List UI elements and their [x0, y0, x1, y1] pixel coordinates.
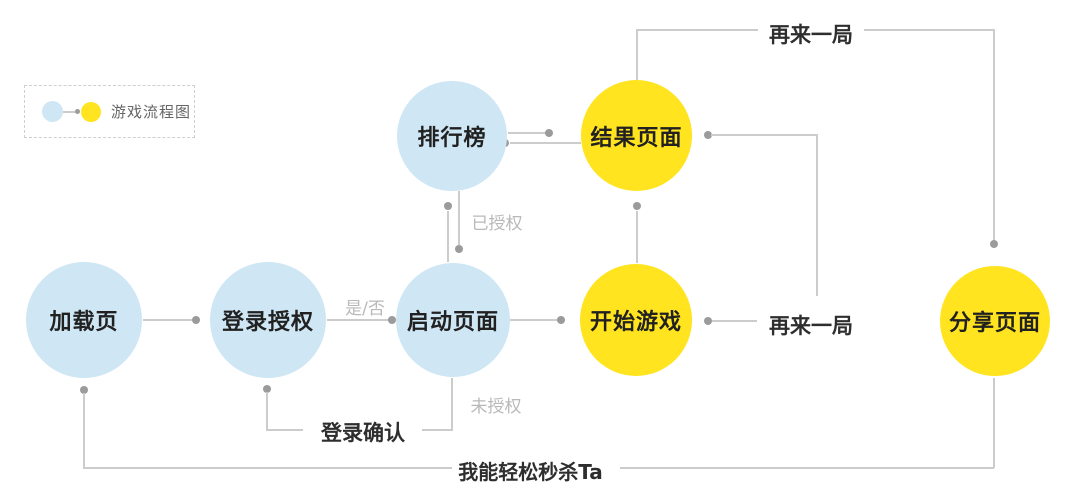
edge-start-result: [636, 211, 638, 263]
edge-confirm-h-left: [266, 429, 303, 431]
edge-label-yes-no: 是/否: [345, 299, 385, 319]
edge-login-launch-dot: [388, 316, 396, 324]
edge-label-play-again-top: 再来一局: [769, 23, 853, 47]
node-login-auth: 登录授权: [210, 262, 326, 378]
edge-launch-start: [510, 319, 558, 321]
edge-label-play-again-mid: 再来一局: [769, 314, 853, 338]
edge-loading-login-dot: [192, 316, 200, 324]
edge-login-launch: [327, 319, 390, 321]
edge-launch-start-dot: [557, 316, 565, 324]
legend-label: 游戏流程图: [111, 103, 192, 121]
node-leaderboard-label: 排行榜: [417, 126, 487, 151]
node-share-page: 分享页面: [940, 266, 1050, 376]
edge-result-share-h-left: [636, 29, 758, 31]
node-launch-page-label: 启动页面: [406, 310, 499, 335]
legend-connector-dot-icon: [75, 109, 80, 114]
node-login-auth-label: 登录授权: [221, 310, 314, 335]
edge-share-loading-dot: [80, 386, 88, 394]
edge-loading-login: [143, 319, 196, 321]
node-result-page-label: 结果页面: [590, 125, 683, 151]
edge-result-share-dot: [990, 240, 998, 248]
node-leaderboard: 排行榜: [397, 81, 507, 191]
edge-launch-leaderboard: [447, 211, 449, 262]
edge-replay-start: [712, 320, 757, 322]
node-result-page: 结果页面: [581, 80, 692, 191]
edge-launch-leaderboard-dot: [444, 202, 452, 210]
edge-leaderboard-launch: [458, 191, 460, 245]
edge-share-loading-v-left: [83, 393, 85, 468]
edge-result-leaderboard: [510, 142, 581, 144]
edge-leaderboard-result-dot: [545, 129, 553, 137]
edge-replay-start-dot: [704, 317, 712, 325]
edge-result-share-v-right: [993, 29, 995, 241]
edge-start-result-dot: [633, 202, 641, 210]
edge-label-kill-ta: 我能轻松秒杀Ta: [458, 460, 603, 484]
node-start-game: 开始游戏: [580, 264, 692, 376]
edge-share-loading-h-right: [620, 467, 994, 469]
edge-result-replay-dot: [704, 131, 712, 139]
edge-leaderboard-launch-dot: [455, 245, 463, 253]
edge-confirm-v-right: [451, 378, 453, 431]
edge-result-share-h-right: [864, 29, 994, 31]
edge-label-login-confirm: 登录确认: [321, 421, 405, 445]
edge-label-authorized: 已授权: [471, 214, 523, 234]
node-launch-page: 启动页面: [396, 263, 510, 377]
legend-blue-node-icon: [42, 101, 63, 122]
edge-label-unauthorized: 未授权: [470, 397, 522, 417]
edge-result-replay-h: [711, 134, 817, 136]
edge-share-loading-v-right: [993, 378, 995, 468]
legend: 游戏流程图: [24, 85, 195, 138]
edge-share-loading-h-left: [83, 467, 452, 469]
edge-result-replay-v: [816, 134, 818, 296]
edge-confirm-v-left: [266, 392, 268, 430]
node-loading-page: 加载页: [26, 262, 142, 378]
node-loading-page-label: 加载页: [49, 310, 119, 335]
edge-leaderboard-result: [508, 132, 546, 134]
node-share-page-label: 分享页面: [948, 311, 1041, 336]
node-start-game-label: 开始游戏: [589, 310, 682, 335]
edge-confirm-login-dot: [263, 385, 271, 393]
legend-yellow-node-icon: [81, 101, 101, 122]
edge-confirm-h-right: [422, 429, 453, 431]
legend-connector-line: [63, 110, 77, 113]
edge-result-share-v-left: [636, 30, 638, 81]
